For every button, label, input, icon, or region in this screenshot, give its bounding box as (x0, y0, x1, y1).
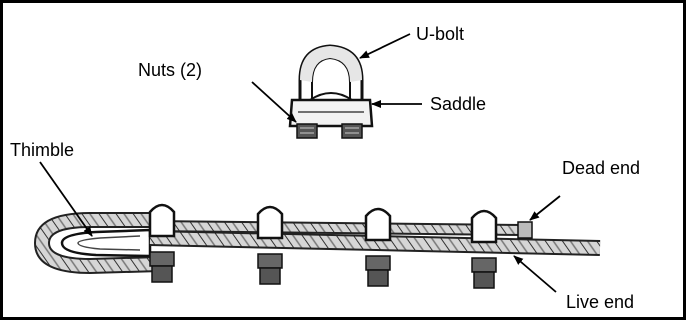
clip-detail (288, 44, 374, 139)
nut-right (341, 123, 363, 139)
live-end-leader (513, 255, 557, 293)
live-line (149, 232, 601, 254)
label-saddle: Saddle (430, 94, 486, 114)
rope-clip-3 (364, 207, 392, 287)
label-thimble: Thimble (10, 140, 74, 160)
nuts-leader (251, 81, 297, 123)
thimble (60, 228, 152, 258)
nut-left (296, 123, 318, 139)
label-live-end: Live end (566, 292, 634, 312)
label-u-bolt: U-bolt (416, 24, 464, 44)
rope-assembly (33, 203, 601, 289)
label-dead-end: Dead end (562, 158, 640, 178)
dead-end-rope (149, 222, 526, 234)
u-bolt-leader (359, 33, 411, 59)
rope-clip-1 (148, 203, 176, 283)
rope-clip-4 (470, 209, 498, 289)
label-nuts: Nuts (2) (138, 60, 202, 80)
dead-end-leader (529, 195, 561, 221)
thimble-leader (39, 161, 93, 237)
rope-clip-2 (256, 205, 284, 285)
